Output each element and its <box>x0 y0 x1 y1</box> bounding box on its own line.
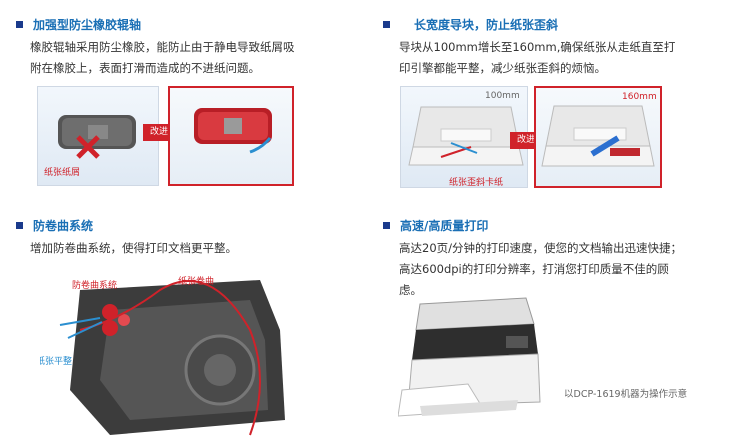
guide-160mm-illustration <box>541 105 655 167</box>
anti-curl-image: 防卷曲系统 纸张卷曲 纸张平整 <box>40 270 290 440</box>
feature-title: 加强型防尘橡胶辊轴 <box>16 17 371 33</box>
feature-title: 高速/高质量打印 <box>383 218 748 234</box>
feature-dust-roller: 加强型防尘橡胶辊轴 橡胶辊轴采用防尘橡胶，能防止由于静电导致纸屑吸 附在橡胶上，… <box>16 17 371 79</box>
feature-high-speed-quality: 高速/高质量打印 高达20页/分钟的打印速度，使您的文档输出迅速快捷； 高达60… <box>383 218 748 301</box>
dusty-roller-illustration <box>58 115 136 159</box>
square-bullet-icon <box>383 222 390 229</box>
square-bullet-icon <box>383 21 390 28</box>
feature-paper-guide: 长宽度导块，防止纸张歪斜 导块从100mm增长至160mm,确保纸张从走纸直至打… <box>383 17 743 79</box>
feature-description: 橡胶辊轴采用防尘橡胶，能防止由于静电导致纸屑吸 附在橡胶上，表面打滑而造成的不进… <box>30 40 295 75</box>
feature-anti-curl: 防卷曲系统 增加防卷曲系统，使得打印文档更平整。 <box>16 218 371 259</box>
roller-before-label: 纸张纸屑 <box>44 168 81 178</box>
anti-curl-system-label: 防卷曲系统 <box>72 281 118 291</box>
printer-caption: 以DCP-1619机器为操作示意 <box>564 389 688 400</box>
anti-curl-mechanism-illustration <box>59 280 285 436</box>
paper-flat-label: 纸张平整 <box>40 357 73 367</box>
guide-100mm-illustration <box>408 106 524 166</box>
guide-after-size-label: 160mm <box>622 92 657 102</box>
feature-description: 导块从100mm增长至160mm,确保纸张从走纸直至打 印引擎都能平整，减少纸张… <box>399 40 676 75</box>
feature-description: 高达20页/分钟的打印速度，使您的文档输出迅速快捷； 高达600dpi的打印分辨… <box>399 241 683 297</box>
feature-description: 增加防卷曲系统，使得打印文档更平整。 <box>30 241 237 255</box>
feature-title: 长宽度导块，防止纸张歪斜 <box>383 17 743 33</box>
roller-after-image <box>168 86 294 186</box>
feature-title: 防卷曲系统 <box>16 218 371 234</box>
guide-after-image: 160mm <box>534 86 662 188</box>
guide-before-image: 100mm 纸张歪斜卡纸 <box>400 86 528 188</box>
guide-before-label: 纸张歪斜卡纸 <box>449 178 504 188</box>
square-bullet-icon <box>16 222 23 229</box>
roller-before-image: 纸张纸屑 <box>37 86 159 186</box>
guide-before-size-label: 100mm <box>485 91 520 101</box>
square-bullet-icon <box>16 21 23 28</box>
paper-curl-label: 纸张卷曲 <box>178 277 215 287</box>
printer-image <box>398 284 548 434</box>
printer-illustration <box>398 297 541 417</box>
red-roller-illustration <box>194 108 272 154</box>
